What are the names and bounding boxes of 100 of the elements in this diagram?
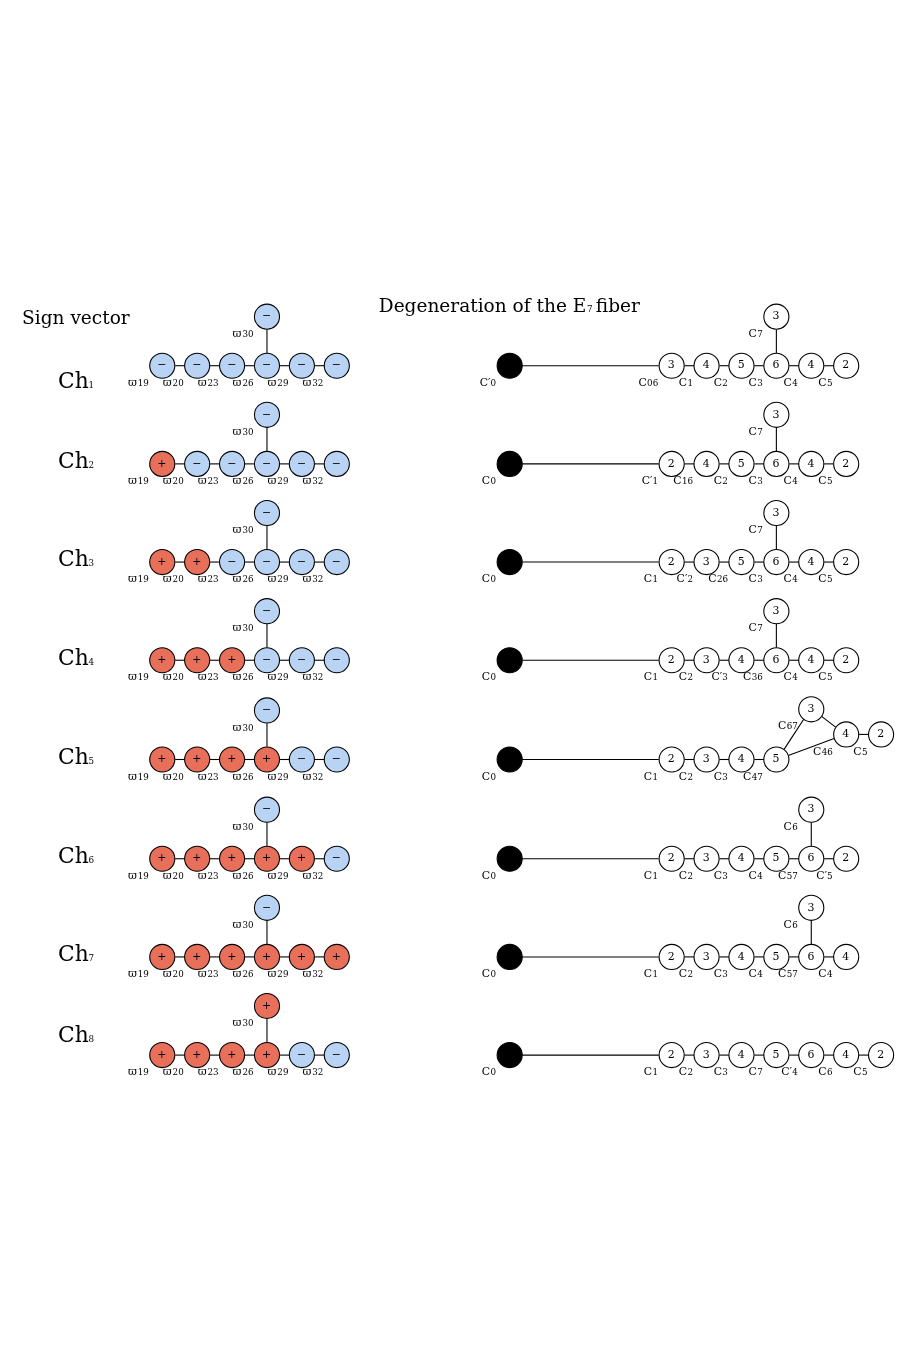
connector <box>788 659 799 661</box>
node-circle: 4 <box>797 352 824 379</box>
connector <box>313 956 325 958</box>
node-circle: − <box>148 352 175 379</box>
connector <box>718 463 729 465</box>
connector <box>209 659 220 661</box>
label: Sign vector <box>21 307 130 329</box>
connector <box>823 463 834 465</box>
connector <box>753 758 764 761</box>
connector <box>278 858 290 860</box>
connector <box>683 561 695 563</box>
label: Ch6 <box>57 843 94 869</box>
node-label: C1 <box>643 769 658 783</box>
connector <box>753 365 764 367</box>
connector <box>313 463 325 465</box>
node-circle: − <box>183 352 210 379</box>
connector <box>209 561 220 563</box>
connector <box>174 758 185 761</box>
node-label: C7 <box>748 621 763 635</box>
node-circle: − <box>253 548 280 576</box>
node-circle: 4 <box>727 746 755 773</box>
node-label: ϖ19 <box>127 769 149 783</box>
node-circle: 3 <box>658 352 685 379</box>
connector <box>278 956 290 958</box>
node-circle: + <box>253 992 280 1020</box>
node-label: ϖ29 <box>267 474 288 488</box>
node-label: C7 <box>748 424 763 438</box>
node-label: ϖ23 <box>197 474 219 488</box>
node-label: ϖ30 <box>232 523 254 537</box>
node-label: C57 <box>777 967 798 981</box>
node-circle: 6 <box>762 450 789 477</box>
node-circle: + <box>148 450 175 477</box>
node-circle: − <box>253 697 280 724</box>
node-circle: 6 <box>797 845 824 872</box>
node-circle: 3 <box>762 401 789 428</box>
node-circle: 2 <box>867 721 894 748</box>
node-circle: 2 <box>658 943 685 970</box>
connector <box>243 956 255 958</box>
node-label: ϖ19 <box>127 670 149 684</box>
node-circle: 2 <box>832 845 859 872</box>
node-label: C16 <box>672 474 693 488</box>
connector <box>683 858 695 860</box>
node-label: ϖ23 <box>197 967 219 981</box>
node-circle: + <box>288 845 315 872</box>
node-circle: − <box>253 796 280 823</box>
connector <box>265 1018 268 1043</box>
node-label: ϖ19 <box>127 868 149 882</box>
connector <box>823 561 834 563</box>
label: Ch3 <box>57 546 94 572</box>
node-circle: − <box>253 499 280 527</box>
connector <box>265 525 268 550</box>
connector <box>209 1054 220 1056</box>
node-label: C7 <box>748 326 763 340</box>
node-label: C0 <box>481 967 496 981</box>
node-circle: + <box>183 1042 210 1069</box>
node-label: C6 <box>782 918 798 932</box>
connector <box>718 758 729 761</box>
connector <box>823 1054 834 1056</box>
node-label: ϖ29 <box>267 967 288 981</box>
node-circle: 6 <box>797 943 824 970</box>
node-circle: + <box>218 845 245 872</box>
connector <box>174 365 185 367</box>
node-label: C1 <box>643 670 658 684</box>
connector <box>174 463 185 465</box>
node-circle: − <box>288 1042 315 1069</box>
connector <box>174 659 185 661</box>
node-label: C1 <box>643 868 658 882</box>
node-circle: 3 <box>692 746 720 773</box>
node-circle: 2 <box>658 845 685 872</box>
connector <box>265 623 268 649</box>
connector <box>521 463 659 465</box>
node-circle: + <box>148 647 175 674</box>
connector <box>313 561 325 563</box>
connector <box>718 365 729 367</box>
connector <box>209 858 220 860</box>
node-circle: 3 <box>692 943 720 970</box>
node-circle: + <box>148 1042 175 1069</box>
connector <box>313 858 325 860</box>
connector <box>278 561 290 563</box>
node-label: ϖ19 <box>127 967 149 981</box>
node-label: C5 <box>817 474 833 488</box>
node-circle: + <box>148 548 175 576</box>
node-label: ϖ30 <box>232 720 254 734</box>
connector <box>243 365 255 367</box>
node-circle: − <box>253 303 280 330</box>
connector <box>209 463 220 465</box>
node-label: ϖ19 <box>127 375 149 389</box>
connector <box>718 659 729 661</box>
connector <box>788 858 799 860</box>
node-label: ϖ30 <box>232 819 254 833</box>
node-circle: 3 <box>762 499 789 527</box>
node-circle: 4 <box>832 721 859 748</box>
connector <box>521 365 659 367</box>
node-circle: 3 <box>692 845 720 872</box>
connector <box>858 1054 869 1056</box>
connector <box>683 758 695 761</box>
node-label: C4 <box>782 474 798 488</box>
node-label: C0 <box>481 474 496 488</box>
node-label: ϖ26 <box>232 474 254 488</box>
connector <box>810 821 812 847</box>
